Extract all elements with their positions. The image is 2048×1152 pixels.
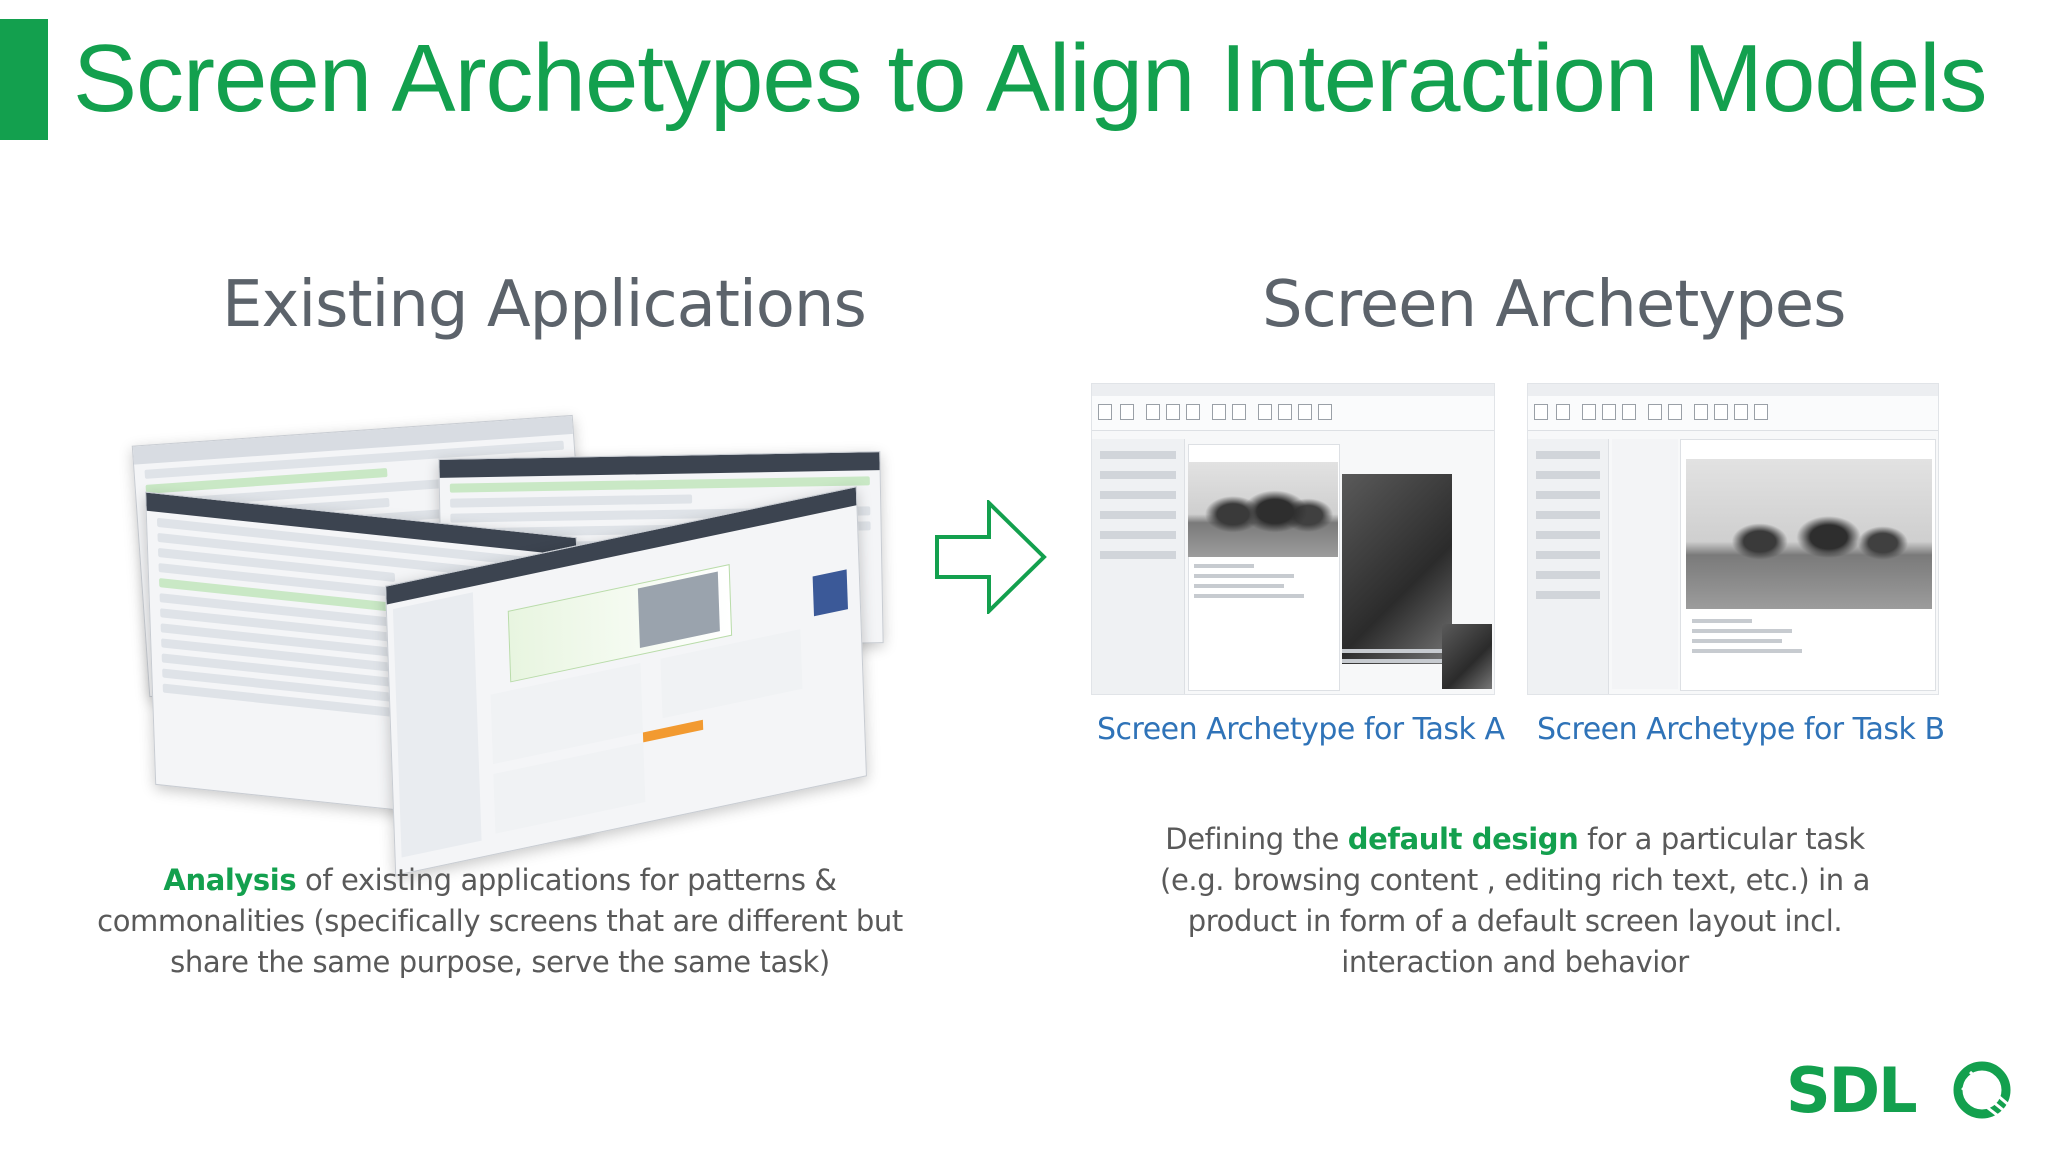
hollow-right-arrow-icon bbox=[935, 500, 1047, 614]
existing-applications-heading: Existing Applications bbox=[222, 268, 867, 342]
title-accent-bar bbox=[0, 19, 48, 140]
analysis-description: Analysis of existing applications for pa… bbox=[80, 860, 920, 983]
description-text: of existing applications for patterns & bbox=[296, 863, 837, 897]
default-design-keyword: default design bbox=[1347, 822, 1579, 856]
description-text: for a particular task bbox=[1578, 822, 1865, 856]
archetype-a-caption: Screen Archetype for Task A bbox=[1097, 712, 1505, 747]
slide-title: Screen Archetypes to Align Interaction M… bbox=[73, 25, 1987, 132]
screen-archetype-b-mockup bbox=[1527, 383, 1939, 695]
description-line: share the same purpose, serve the same t… bbox=[170, 945, 830, 979]
svg-text:SDL: SDL bbox=[1786, 1056, 1916, 1124]
screen-archetypes-heading: Screen Archetypes bbox=[1262, 268, 1846, 342]
description-line: Defining the default design for a partic… bbox=[1110, 819, 1920, 860]
analysis-keyword: Analysis bbox=[163, 863, 297, 897]
existing-applications-collage bbox=[130, 385, 890, 876]
description-line: product in form of a default screen layo… bbox=[1187, 904, 1843, 938]
sdl-logo-icon: SDL bbox=[1786, 1056, 2011, 1124]
archetype-description: Defining the default design for a partic… bbox=[1110, 819, 1920, 983]
description-line: Analysis of existing applications for pa… bbox=[80, 860, 920, 901]
description-line: commonalities (specifically screens that… bbox=[97, 904, 903, 938]
screen-archetype-a-mockup bbox=[1091, 383, 1495, 695]
archetype-b-caption: Screen Archetype for Task B bbox=[1537, 712, 1945, 747]
description-line: (e.g. browsing content , editing rich te… bbox=[1160, 863, 1870, 897]
description-line: interaction and behavior bbox=[1341, 945, 1689, 979]
description-text: Defining the bbox=[1165, 822, 1348, 856]
